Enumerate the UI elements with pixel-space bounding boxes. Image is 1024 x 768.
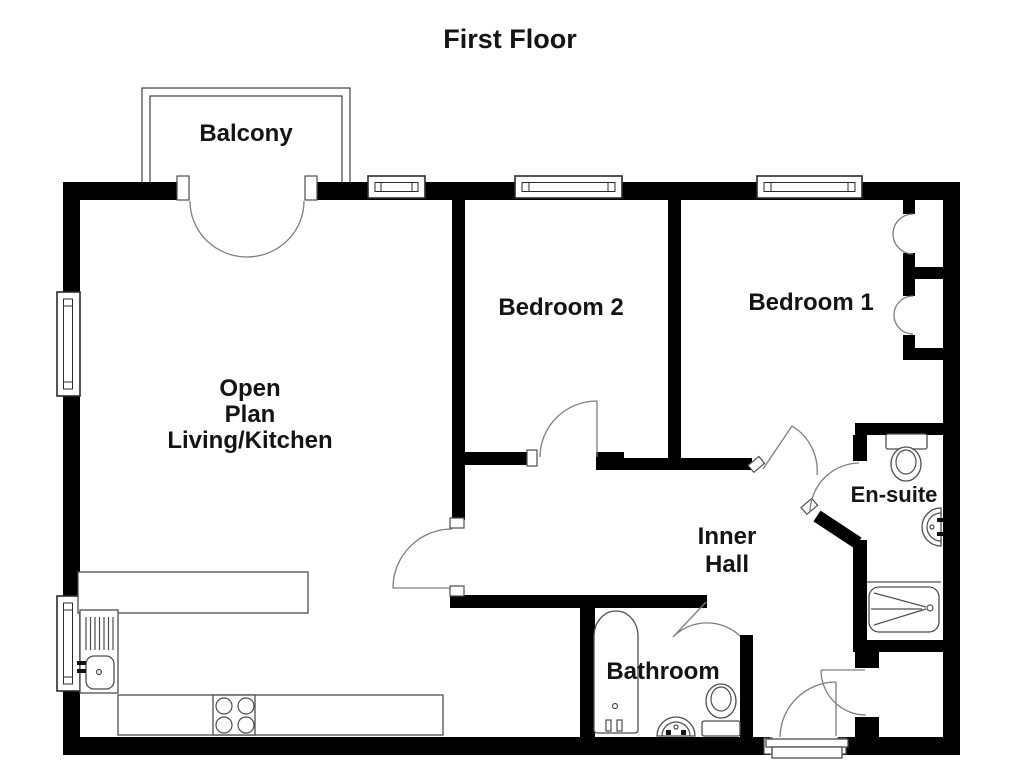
window-top-2 <box>514 175 623 199</box>
ensuite-label: En-suite <box>851 482 938 507</box>
doors <box>189 200 914 738</box>
walls <box>63 182 960 755</box>
balcony-door-right-leaf <box>246 200 305 258</box>
wall-bedroom2-bottom <box>452 452 530 465</box>
wall-wardrobe1-bottom-stub <box>903 253 915 268</box>
balcony-inner-rail <box>149 95 343 184</box>
ensuite-door-jamb <box>800 497 819 516</box>
wall-living-bedroom2 <box>452 200 465 520</box>
bathroom-basin-inner <box>661 721 691 737</box>
wall-wardrobe2-top-stub <box>903 279 915 296</box>
bathroom-fixtures <box>593 610 741 737</box>
balcony-door-jamb-right <box>304 175 318 201</box>
wall-cupboard-upper <box>855 652 879 668</box>
balcony-label: Balcony <box>199 120 293 147</box>
bath-tap-1 <box>605 719 612 732</box>
wall-bathroom-left <box>580 608 595 738</box>
drainer-lines <box>85 617 114 650</box>
open-plan-label-1: Open <box>219 375 280 402</box>
threshold-upper-step <box>765 738 849 748</box>
living-door-jamb-top <box>449 517 465 529</box>
bathroom-basin-tap-1 <box>666 730 671 735</box>
ensuite-door <box>809 462 860 513</box>
threshold-lower-step <box>771 746 843 759</box>
labels: First Floor Balcony Open Plan Living/Kit… <box>167 24 937 685</box>
inner-hall-label-1: Inner <box>698 523 757 550</box>
bathroom-basin-drain <box>673 724 679 730</box>
windows <box>56 175 863 692</box>
wall-stub-bedroom2-door <box>596 452 624 470</box>
bedroom2-door-jamb <box>526 449 538 467</box>
balcony-door-opening <box>189 181 305 201</box>
storage-cupboard-door <box>820 669 867 716</box>
base-counter <box>117 694 444 736</box>
living-door-jamb-bottom <box>449 585 465 597</box>
wall-ensuite-angled <box>813 510 862 549</box>
sink-bowl <box>85 655 115 690</box>
bathroom-door <box>672 601 741 638</box>
wall-ensuite-left-lower <box>853 540 867 652</box>
bedroom1-door <box>762 425 818 476</box>
wardrobe1-doors <box>892 213 914 255</box>
bath-drain <box>611 702 619 710</box>
living-hall-door <box>392 528 453 589</box>
window-left-2 <box>56 595 81 692</box>
wall-ensuite-left-upper <box>853 435 867 461</box>
ensuite-fixtures <box>867 433 943 633</box>
sink-tap-1 <box>77 661 86 665</box>
bedroom1-label: Bedroom 1 <box>748 289 873 316</box>
wall-bottom <box>63 737 960 755</box>
bedroom2-door <box>539 400 598 458</box>
wall-cupboard-lower <box>855 717 879 737</box>
sink-drain <box>95 668 103 676</box>
wall-bedroom1-bedroom2 <box>668 200 681 460</box>
window-top-3 <box>756 175 863 199</box>
ensuite-toilet <box>885 433 928 482</box>
ensuite-basin <box>921 507 943 547</box>
wall-bathroom-right <box>740 635 753 738</box>
balcony-door-jamb-left <box>176 175 190 201</box>
open-plan-label-2: Plan <box>225 401 276 428</box>
bath <box>593 610 639 734</box>
wall-wardrobe2-bottom-stub <box>903 335 915 348</box>
bathroom-toilet <box>701 683 741 737</box>
balcony-structure <box>141 87 351 184</box>
shower-drain <box>926 604 934 612</box>
bedroom1-door-jamb <box>747 455 766 474</box>
wall-ensuite-top <box>855 423 943 435</box>
wall-wardrobe-bottom <box>903 348 943 360</box>
wall-wardrobe1-top-stub <box>903 194 915 214</box>
wardrobe2-doors <box>893 295 914 335</box>
wall-hall-bedroom1 <box>622 458 752 470</box>
bathroom-basin-tap-2 <box>681 730 686 735</box>
open-plan-label-3: Living/Kitchen <box>167 427 332 454</box>
bath-tap-2 <box>616 719 623 732</box>
front-door <box>779 681 837 738</box>
wall-shower-bottom <box>853 640 943 652</box>
kitchen-fixtures <box>77 571 444 736</box>
worktop-island <box>77 571 309 614</box>
bedroom2-label: Bedroom 2 <box>498 294 623 321</box>
balcony-door-left-leaf <box>189 200 248 258</box>
wall-right <box>943 182 960 755</box>
entrance-threshold <box>765 738 849 759</box>
inner-hall-label-2: Hall <box>705 551 749 578</box>
hob <box>212 694 256 736</box>
sink-tap-2 <box>77 669 86 673</box>
page-title: First Floor <box>443 24 577 54</box>
bathroom-label: Bathroom <box>606 658 719 685</box>
window-left-1 <box>56 291 81 397</box>
shower-tray <box>868 586 940 633</box>
wall-hall-bathroom <box>450 595 707 608</box>
window-top-1 <box>367 175 426 199</box>
wall-wardrobe-divider <box>903 267 943 279</box>
